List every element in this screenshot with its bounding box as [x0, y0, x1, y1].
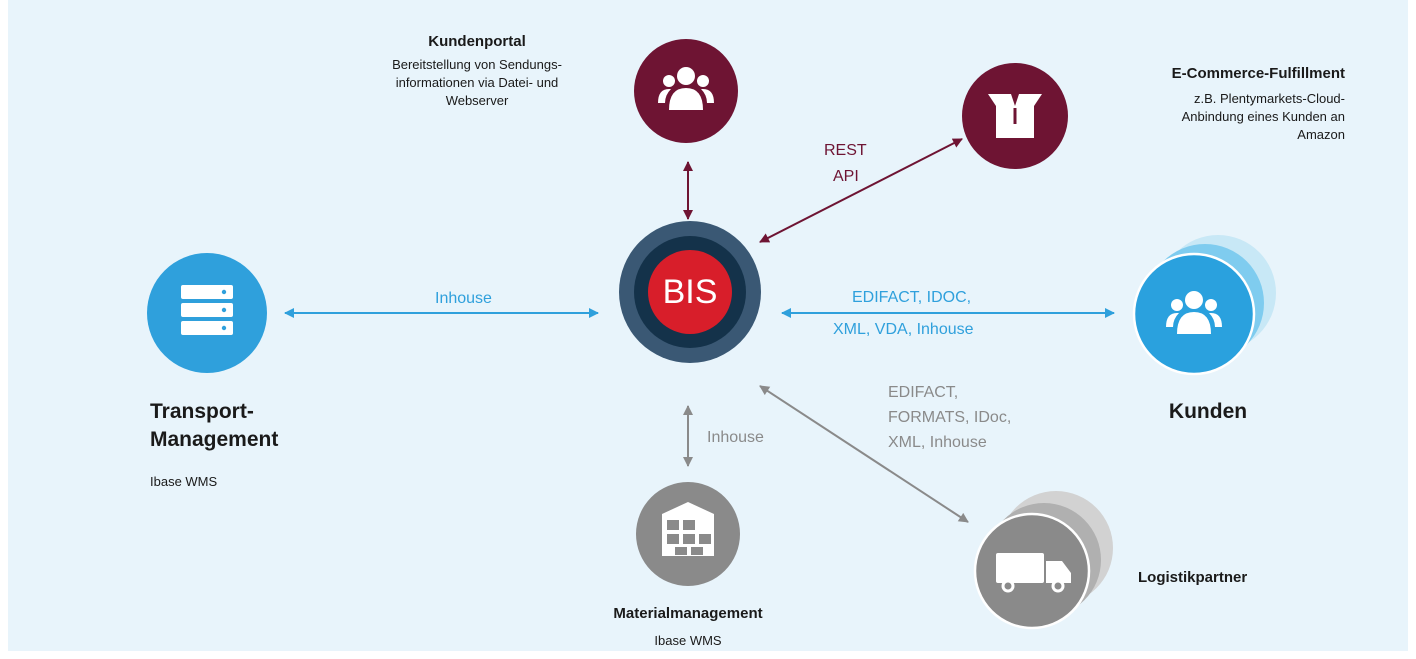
transport-sub: Ibase WMS	[150, 474, 218, 489]
bis-label: BIS	[662, 273, 718, 311]
kundenportal-desc-line3: Webserver	[445, 93, 509, 108]
kundenportal-title: Kundenportal	[428, 33, 526, 50]
warehouse-icon	[662, 502, 714, 556]
connection-label-kunden-line2: XML, VDA, Inhouse	[833, 321, 974, 338]
users-icon	[1166, 291, 1222, 334]
connection-label-material: Inhouse	[707, 429, 764, 446]
transport-node	[147, 253, 267, 373]
connector-logistik	[759, 385, 969, 523]
kunden-node	[1132, 235, 1276, 376]
bis-node	[619, 221, 761, 363]
logistik-node	[973, 491, 1113, 630]
material-sub: Ibase WMS	[654, 633, 722, 648]
ecommerce-node	[962, 63, 1068, 169]
connection-label-ecommerce-line2: API	[833, 168, 859, 185]
kunden-title: Kunden	[1168, 400, 1248, 423]
logistik-title: Logistikpartner	[1138, 569, 1248, 586]
connection-label-logistik-line3: XML, Inhouse	[888, 434, 987, 451]
connection-label-logistik-line1: EDIFACT,	[888, 384, 959, 401]
kundenportal-node	[634, 39, 738, 143]
transport-title-line2: Management	[150, 428, 279, 451]
ecommerce-title: E-Commerce-Fulfillment	[1171, 65, 1345, 82]
material-title: Materialmanagement	[613, 605, 763, 622]
kundenportal-desc-line2: informationen via Datei- und	[395, 75, 559, 90]
connection-label-kunden-line1: EDIFACT, IDOC,	[852, 289, 972, 306]
ecommerce-desc-line1: z.B. Plentymarkets-Cloud-	[1194, 91, 1345, 106]
kundenportal-desc-line1: Bereitstellung von Sendungs-	[392, 57, 562, 72]
transport-title-line1: Transport-	[150, 400, 254, 423]
truck-icon	[996, 553, 1071, 593]
ecommerce-desc-line3: Amazon	[1297, 127, 1345, 142]
connection-label-ecommerce-line1: REST	[824, 142, 867, 159]
users-icon	[658, 67, 714, 110]
connection-label-logistik-line2: FORMATS, IDoc,	[888, 409, 1012, 426]
connection-label-transport: Inhouse	[435, 290, 492, 307]
connector-ecommerce	[759, 138, 963, 243]
material-node	[636, 482, 740, 586]
ecommerce-desc-line2: Anbindung eines Kunden an	[1181, 109, 1345, 124]
server-icon	[181, 285, 233, 335]
